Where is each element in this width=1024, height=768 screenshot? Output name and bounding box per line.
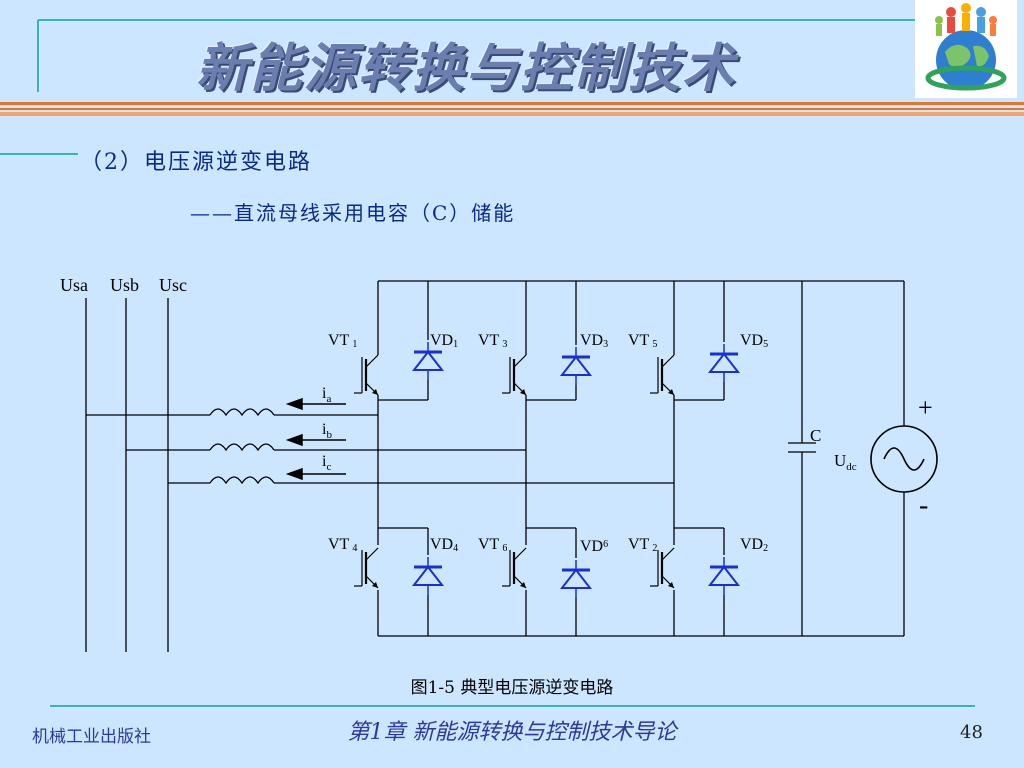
vd6-label: VD6 xyxy=(580,538,608,555)
vd2-label: VD2 xyxy=(740,536,768,554)
figure-caption: 图1-5 典型电压源逆变电路 xyxy=(410,678,614,698)
current-ia-label: ia xyxy=(322,385,331,405)
source-label-b: Usb xyxy=(110,275,139,295)
inverter-circuit-diagram: Usa Usb Usc VT1 VD1 VT3 VD3 VT5 VD5 VT4 … xyxy=(60,275,938,652)
slide-title: 新能源转换与控制技术 xyxy=(196,39,737,99)
page-number: 48 xyxy=(960,722,983,743)
section-subheading: ——直流母线采用电容（C）储能 xyxy=(190,201,516,225)
source-label-c: Usc xyxy=(159,275,187,295)
capacitor-label: C xyxy=(810,426,821,445)
vd1-label: VD1 xyxy=(430,332,458,350)
vd5-label: VD5 xyxy=(740,332,768,350)
vd4-label: VD4 xyxy=(430,536,458,554)
source-label-a: Usa xyxy=(60,275,88,295)
minus-terminal-label: - xyxy=(919,490,928,521)
vd3-label: VD3 xyxy=(580,332,608,350)
current-ic-label: ic xyxy=(322,453,331,473)
current-ib-label: ib xyxy=(322,421,332,441)
globe-logo xyxy=(915,0,1017,98)
dc-voltage-label: Udc xyxy=(834,451,857,473)
plus-terminal-label: + xyxy=(918,393,933,422)
section-heading: （2）电压源逆变电路 xyxy=(80,150,312,175)
publisher-name: 机械工业出版社 xyxy=(32,727,151,747)
chapter-title: 第1章 新能源转换与控制技术导论 xyxy=(347,720,677,745)
